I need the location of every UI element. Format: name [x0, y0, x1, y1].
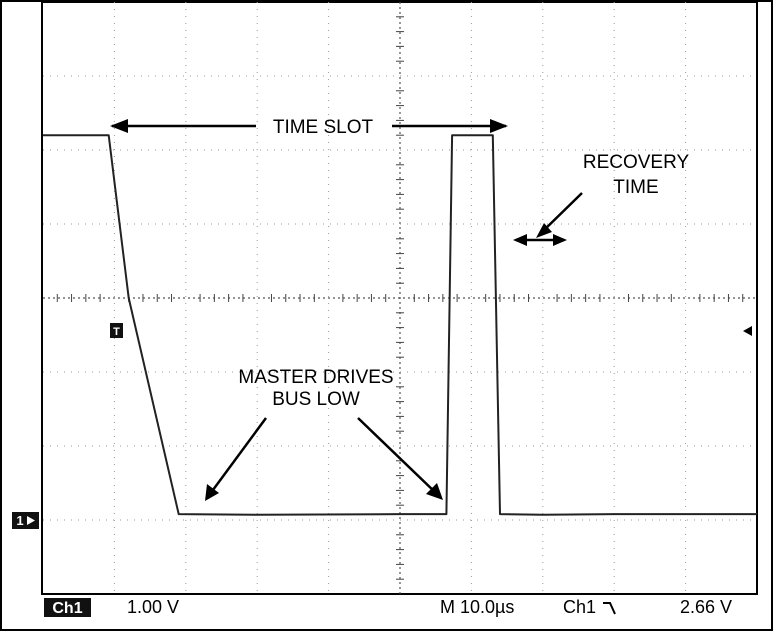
recovery-time-annotation: RECOVERY TIME — [513, 152, 689, 246]
master-drives-annotation: MASTER DRIVES BUS LOW — [205, 367, 443, 501]
ground-marker-arrow-icon — [27, 516, 35, 525]
master-right-arrow-head — [426, 483, 443, 500]
graticule-grid — [43, 2, 757, 594]
waveform-layer — [43, 134, 757, 516]
master-left-arrow — [208, 417, 268, 495]
channel-badge — [44, 598, 91, 617]
trigger-marker-label: T — [113, 326, 120, 338]
trigger-marker-box — [110, 323, 123, 338]
channel-badge-label: Ch1 — [52, 600, 82, 617]
waveform-trace — [43, 134, 757, 516]
trigger-level: 2.66 V — [680, 597, 732, 617]
time-slot-annotation: TIME SLOT — [110, 117, 508, 138]
trigger-marker: T — [110, 323, 123, 338]
volts-per-div: 1.00 V — [127, 597, 179, 617]
ground-marker: 1 — [12, 512, 39, 529]
timebase: M 10.0µs — [440, 597, 514, 617]
status-bar: Ch1 1.00 V M 10.0µs Ch1 2.66 V — [44, 597, 732, 617]
center-axis-ticks — [56, 16, 744, 580]
falling-edge-icon — [603, 602, 616, 615]
trigger-channel: Ch1 — [563, 597, 596, 617]
recovery-span-right-head — [553, 234, 567, 246]
time-slot-label: TIME SLOT — [273, 117, 374, 138]
master-label-line2: BUS LOW — [272, 389, 360, 410]
time-slot-arrow-right-head — [490, 119, 508, 133]
trigger-level-arrow-icon — [743, 326, 752, 336]
ground-marker-label: 1 — [16, 513, 23, 528]
master-label-line1: MASTER DRIVES — [238, 367, 393, 388]
master-left-arrow-head — [205, 484, 219, 501]
recovery-label-line2: TIME — [613, 177, 658, 198]
recovery-label-line1: RECOVERY — [583, 152, 690, 173]
master-right-arrow — [357, 417, 438, 495]
recovery-pointer-head — [536, 223, 552, 238]
ground-marker-box — [12, 512, 39, 529]
recovery-span-left-head — [513, 234, 527, 246]
time-slot-arrow-left-head — [110, 119, 128, 133]
